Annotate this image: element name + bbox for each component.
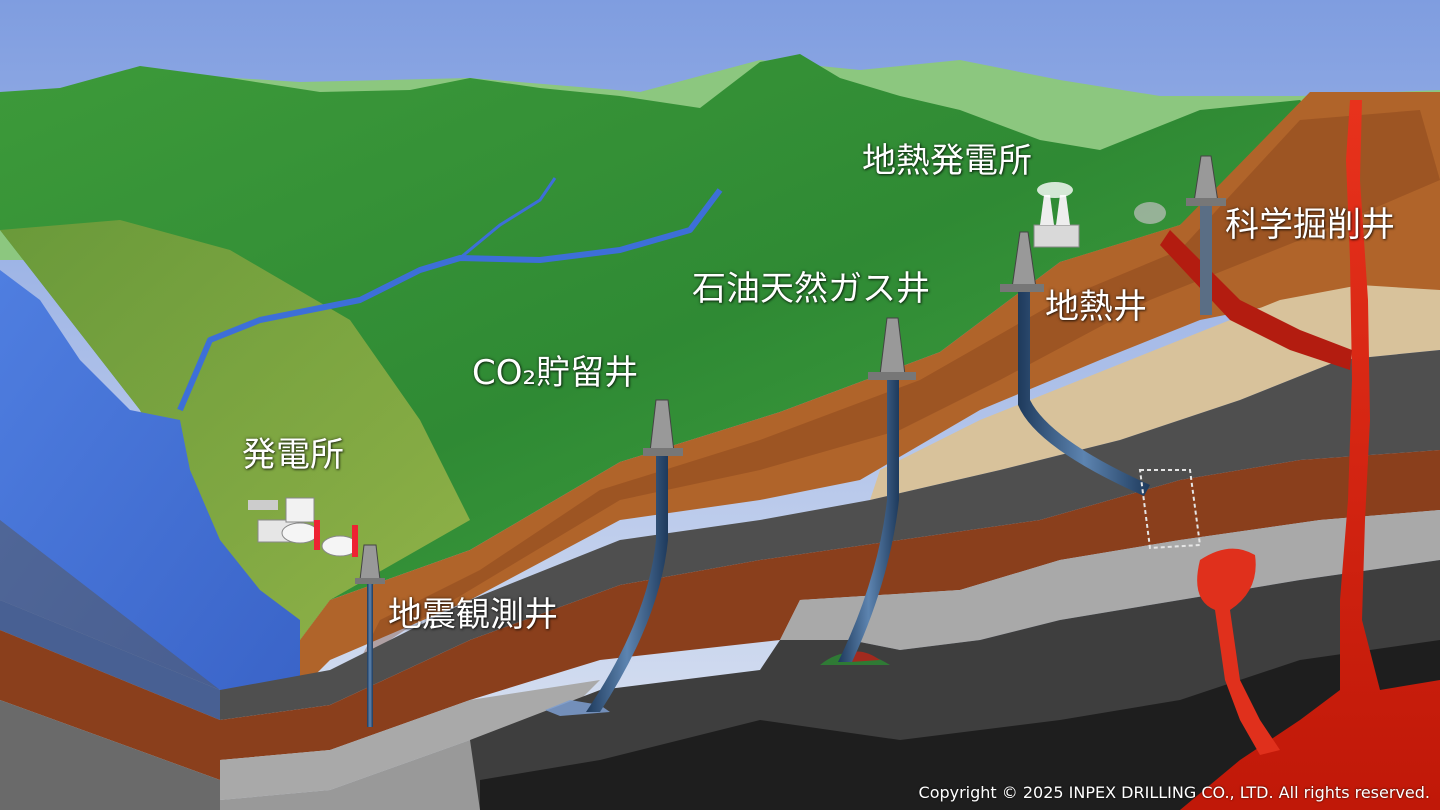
river xyxy=(177,188,723,412)
soil-layer xyxy=(300,92,1440,690)
co2-storage-well xyxy=(586,399,683,712)
label-oil-gas-well: 石油天然ガス井 xyxy=(692,269,930,309)
deep-black-layer xyxy=(480,640,1440,810)
copyright-notice: Copyright © 2025 INPEX DRILLING CO., LTD… xyxy=(918,783,1430,802)
front-face-grey xyxy=(0,520,220,720)
label-co2-storage-well: CO₂貯留井 xyxy=(472,353,639,393)
bottom-grey xyxy=(220,740,480,810)
label-scientific-drilling-well: 科学掘削井 xyxy=(1225,205,1395,245)
magma-chamber xyxy=(1197,548,1280,755)
power-plant-buildings xyxy=(248,497,359,557)
geothermal-well xyxy=(1000,231,1202,550)
bottom-front-face xyxy=(0,700,220,810)
front-face-brown xyxy=(0,630,220,780)
scientific-drilling-well xyxy=(1186,155,1226,315)
river-branch xyxy=(459,177,557,260)
brown-rock-layer xyxy=(220,450,1440,760)
steam-plume xyxy=(1134,202,1166,224)
soil-texture xyxy=(360,110,1440,660)
seismic-observation-well xyxy=(355,544,385,727)
geothermal-plant-buildings xyxy=(1033,182,1080,248)
label-geothermal-power-plant: 地熱発電所 xyxy=(862,141,1032,181)
oil-gas-well xyxy=(838,317,916,662)
magma-conduit xyxy=(1180,100,1440,810)
label-power-plant: 発電所 xyxy=(242,435,344,475)
magma-branch xyxy=(1160,230,1352,370)
label-seismic-observation-well: 地震観測井 xyxy=(388,595,558,635)
dark-rock-layer xyxy=(220,350,1440,720)
label-geothermal-well: 地熱井 xyxy=(1045,287,1147,327)
